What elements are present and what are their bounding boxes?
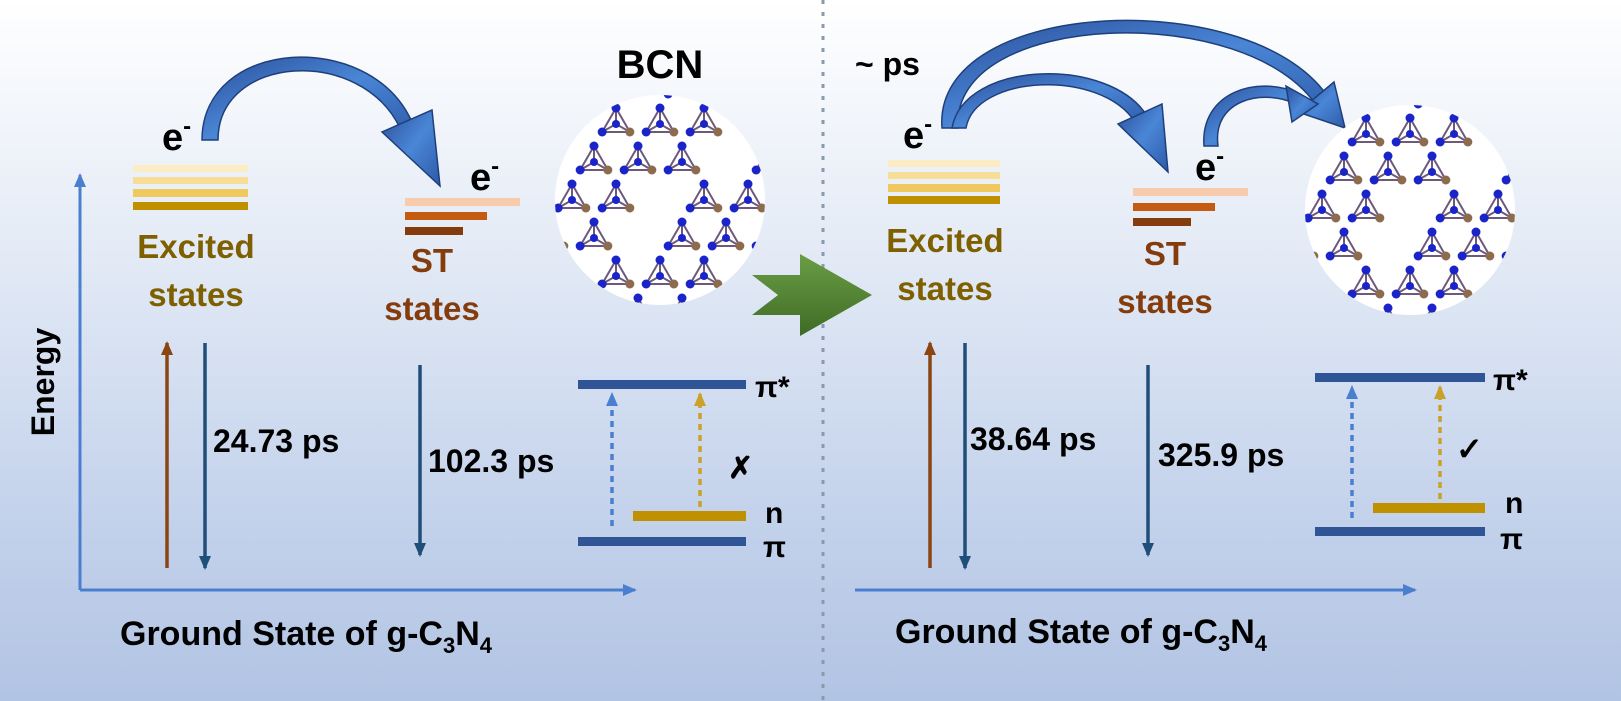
orbital-scheme-right: ✓ π* n π [1315, 364, 1528, 556]
excited-states-label-left-1: Excited [137, 228, 254, 265]
excited-electron-right: e- [903, 111, 932, 157]
excited-states-label-left-2: states [148, 276, 243, 313]
ground-state-label-left: Ground State of g-C3N4 [120, 615, 493, 658]
energy-axis-label: Energy [25, 328, 61, 437]
pi-level-left [578, 537, 746, 546]
left-panel: Energy Ground State of g-C3N4 e- Excited… [25, 43, 790, 658]
pi-star-level-left [578, 380, 746, 389]
excited-states-label-right-2: states [897, 270, 992, 307]
pi-star-label-right: π* [1493, 364, 1528, 397]
n-label-left: n [765, 497, 783, 530]
st-states-label-right-1: ST [1144, 235, 1186, 272]
st-states-label-left-1: ST [411, 242, 453, 279]
lifetime-st-left: 102.3 ps [428, 443, 554, 479]
pi-star-level-right [1315, 373, 1485, 382]
ground-state-label-right: Ground State of g-C3N4 [895, 613, 1268, 656]
st-states-label-left-2: states [384, 290, 479, 327]
st-electron-left: e- [470, 153, 499, 199]
lifetime-excited-right: 38.64 ps [970, 421, 1096, 457]
curved-arrow-icon [951, 73, 1169, 174]
pi-level-right [1315, 527, 1485, 536]
lifetime-st-right: 325.9 ps [1158, 437, 1284, 473]
lifetime-excited-left: 24.73 ps [213, 423, 339, 459]
excited-state-levels-right [888, 160, 1000, 204]
excited-state-levels-left [133, 165, 248, 210]
n-label-right: n [1505, 487, 1523, 520]
pi-star-label-left: π* [755, 371, 790, 404]
curved-arrow-icon [1203, 84, 1320, 147]
curved-arrow-icon [201, 56, 441, 188]
forbidden-mark: ✗ [728, 452, 753, 485]
n-level-right [1373, 503, 1485, 513]
excited-electron-left: e- [162, 113, 191, 159]
bcn-label: BCN [617, 43, 704, 87]
orbital-scheme-left: ✗ π* n π [578, 371, 790, 564]
allowed-mark: ✓ [1456, 431, 1483, 467]
pi-label-right: π [1500, 523, 1523, 556]
curved-arrow-icon [941, 19, 1347, 130]
pi-label-left: π [763, 531, 786, 564]
st-state-levels-right [1133, 188, 1248, 226]
st-state-levels-left [405, 198, 520, 235]
transfer-time-label: ~ ps [855, 46, 920, 82]
n-level-left [633, 511, 746, 521]
right-panel: Ground State of g-C3N4 ~ ps e- Excited s… [855, 19, 1528, 656]
excited-states-label-right-1: Excited [886, 222, 1003, 259]
green-right-arrow-icon [752, 254, 872, 336]
st-states-label-right-2: states [1117, 283, 1212, 320]
st-electron-right: e- [1195, 143, 1224, 189]
